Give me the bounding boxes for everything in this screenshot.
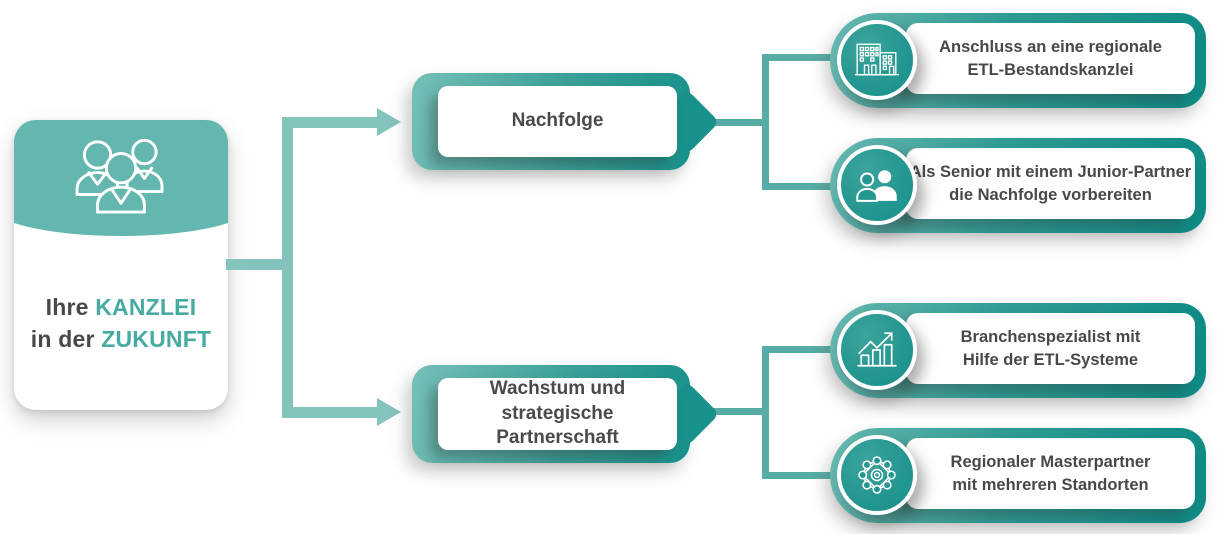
connector-branch1-arm: [282, 117, 377, 128]
connector-branch2-arm: [282, 407, 377, 418]
connector-root-stub: [226, 259, 284, 270]
title-part-zukunft: ZUKUNFT: [101, 325, 212, 352]
branch-nachfolge: Nachfolge: [412, 73, 720, 170]
item1-text: Anschluss an eine regionale ETL-Bestands…: [939, 38, 1162, 79]
growth-chart-icon: [857, 332, 897, 367]
root-card-header: [14, 120, 228, 236]
connector-nachfolge-vertical: [762, 54, 769, 190]
network-icon: [858, 456, 896, 494]
item4-textbox: Regionaler Masterpartner mit mehreren St…: [906, 438, 1195, 509]
arrowhead-branch2-icon: [377, 398, 401, 426]
item1-badge: [837, 20, 917, 100]
root-card-title: Ihre KANZLEI in der ZUKUNFT: [14, 292, 228, 355]
connector-item4-arm: [762, 472, 850, 479]
root-card-surface: Ihre KANZLEI in der ZUKUNFT: [14, 120, 228, 410]
item2-text: Als Senior mit einem Junior-Partner die …: [909, 163, 1192, 204]
item3-text: Branchenspezialist mit Hilfe der ETL-Sys…: [960, 328, 1141, 369]
branch-wachstum-label: Wachstum und strategische Partnerschaft: [489, 377, 626, 449]
title-part-ihre: Ihre: [45, 294, 96, 320]
item-regionaler-masterpartner: Regionaler Masterpartner mit mehreren St…: [830, 428, 1206, 523]
senior-junior-partner-icon: [856, 170, 897, 202]
item4-text: Regionaler Masterpartner mit mehreren St…: [950, 453, 1151, 494]
item2-badge: [837, 145, 917, 225]
connector-root-trunk: [282, 117, 293, 418]
connector-item2-arm: [762, 183, 850, 190]
item3-textbox: Branchenspezialist mit Hilfe der ETL-Sys…: [906, 313, 1195, 384]
branch-wachstum-labelbox: Wachstum und strategische Partnerschaft: [438, 378, 677, 450]
item-regionale-bestandskanzlei: Anschluss an eine regionale ETL-Bestands…: [830, 13, 1206, 108]
connector-item3-arm: [762, 346, 850, 353]
branch-nachfolge-labelbox: Nachfolge: [438, 86, 677, 157]
item2-textbox: Als Senior mit einem Junior-Partner die …: [906, 148, 1195, 219]
branch-wachstum: Wachstum und strategische Partnerschaft: [412, 365, 720, 463]
office-building-icon: [855, 43, 899, 76]
root-card-kanzlei: Ihre KANZLEI in der ZUKUNFT: [14, 120, 228, 410]
item3-badge: [837, 310, 917, 390]
title-part-in-der: in der: [30, 325, 102, 352]
item1-textbox: Anschluss an eine regionale ETL-Bestands…: [906, 23, 1195, 94]
connector-nachfolge-stub: [712, 119, 765, 126]
connector-wachstum-stub: [712, 408, 765, 415]
connector-wachstum-vertical: [762, 346, 769, 479]
item-senior-junior-nachfolge: Als Senior mit einem Junior-Partner die …: [830, 138, 1206, 233]
team-icon: [75, 138, 164, 214]
item-branchenspezialist: Branchenspezialist mit Hilfe der ETL-Sys…: [830, 303, 1206, 398]
item4-badge: [837, 435, 917, 515]
title-part-kanzlei: KANZLEI: [95, 294, 197, 320]
connector-item1-arm: [762, 54, 850, 61]
arrowhead-branch1-icon: [377, 108, 401, 136]
branch-nachfolge-label: Nachfolge: [511, 110, 604, 132]
